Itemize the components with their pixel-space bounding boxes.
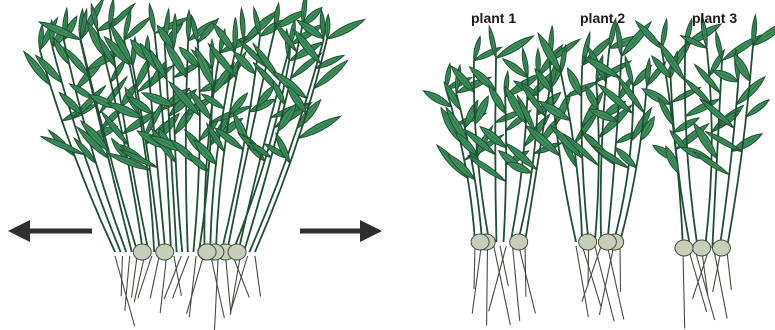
root-crown: [228, 244, 246, 260]
plant-3-label: plant 3: [692, 10, 737, 26]
root: [174, 256, 182, 296]
root: [255, 256, 261, 297]
root: [588, 246, 589, 286]
root: [472, 246, 481, 314]
root: [125, 256, 130, 311]
root: [214, 256, 218, 330]
root: [713, 252, 721, 292]
parent-plant-clump: [24, 0, 365, 330]
leaf-vein: [746, 102, 766, 116]
root: [519, 246, 536, 314]
root: [525, 246, 526, 297]
divided-plant-3: [636, 15, 775, 329]
root: [702, 252, 708, 296]
root: [160, 256, 166, 313]
root-crown: [510, 234, 528, 250]
leaf-vein: [674, 120, 695, 132]
root-crown: [675, 240, 693, 256]
root: [189, 256, 196, 318]
leaf-vein: [298, 35, 321, 64]
root-crown: [471, 234, 489, 250]
root: [599, 246, 613, 315]
root-crown: [133, 244, 151, 260]
arrow-right-icon: [300, 220, 382, 242]
root-crown: [198, 244, 216, 260]
root: [115, 256, 135, 326]
stem: [495, 58, 496, 242]
leaf-vein: [711, 135, 742, 152]
root: [164, 256, 181, 299]
plant-1-label: plant 1: [471, 10, 516, 26]
divided-plant-1: [423, 26, 563, 326]
root: [576, 246, 588, 317]
leaf-vein: [327, 22, 359, 39]
root-crown: [693, 240, 711, 256]
root: [607, 246, 623, 320]
root-crown: [598, 234, 616, 250]
root: [474, 246, 475, 289]
root-crown: [156, 244, 174, 260]
stem: [685, 45, 698, 248]
leaf-vein: [698, 155, 729, 175]
root: [150, 256, 159, 299]
root: [487, 246, 488, 326]
root: [683, 252, 685, 329]
root: [489, 246, 507, 311]
root: [121, 256, 122, 296]
plant-2-label: plant 2: [580, 10, 625, 26]
root: [714, 252, 727, 318]
leaf-vein: [491, 90, 505, 114]
root: [226, 256, 231, 314]
stem: [720, 82, 739, 248]
arrow-left-icon: [8, 220, 92, 242]
root: [620, 246, 621, 292]
root: [513, 246, 520, 321]
root: [727, 252, 731, 290]
root-crown: [712, 240, 730, 256]
root-crown: [579, 234, 597, 250]
